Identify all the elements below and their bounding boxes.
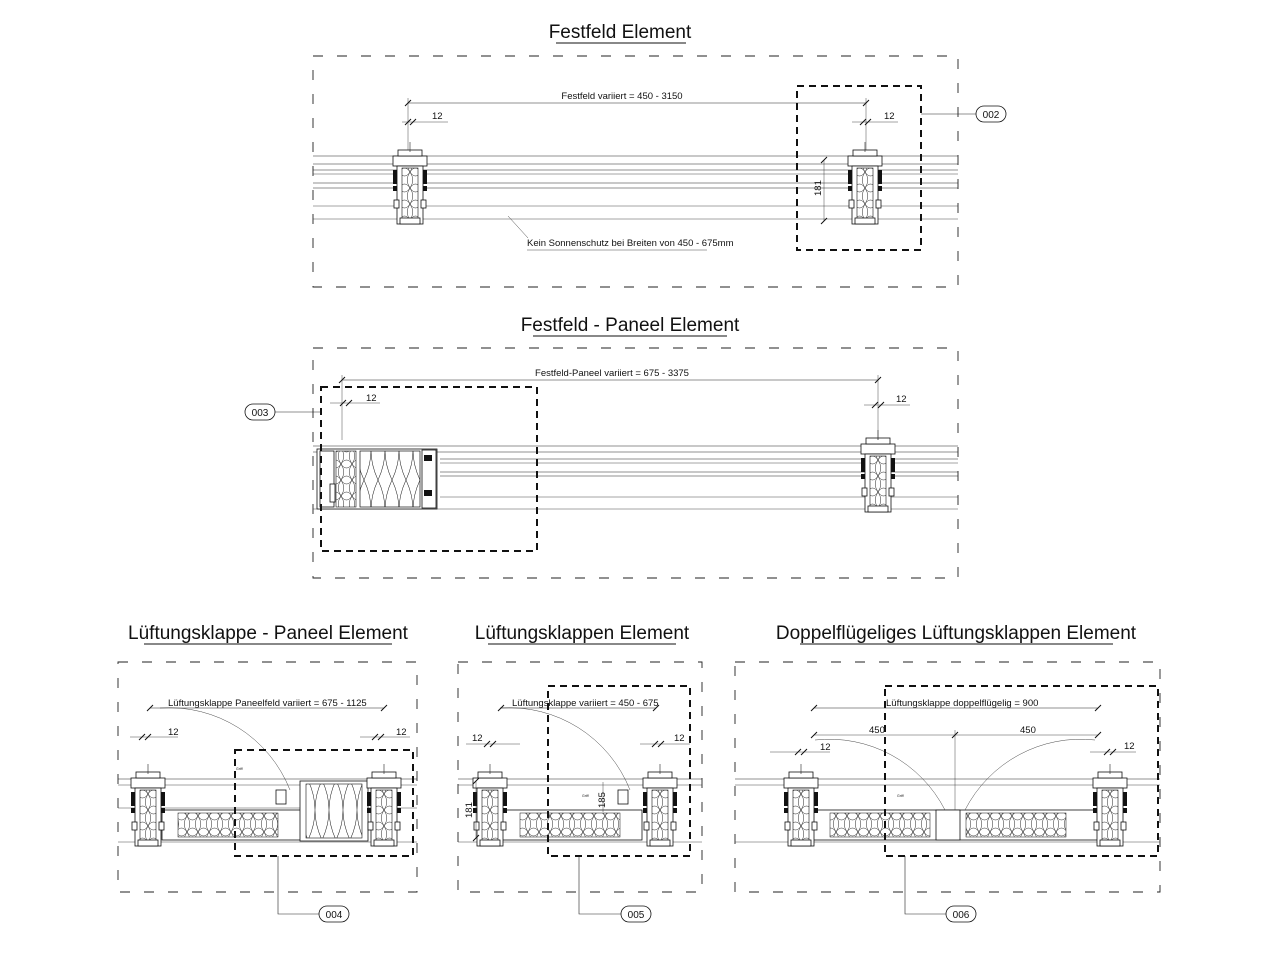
svg-text:003: 003	[252, 408, 269, 419]
detail-box-006	[884, 685, 1159, 857]
dim-offset-left: 12	[472, 733, 483, 744]
title-festfeld: Festfeld Element	[549, 22, 692, 43]
detail-box-002	[796, 85, 922, 251]
dim-lk-width: Lüftungsklappe variiert = 450 - 675	[512, 698, 659, 709]
title-dlk: Doppelflügeliges Lüftungsklappen Element	[776, 623, 1137, 644]
detail-tag-002[interactable]	[975, 105, 1007, 123]
detail-tag-003[interactable]	[244, 403, 276, 421]
mullion-right	[860, 429, 896, 513]
panel-insulated	[501, 809, 643, 841]
detail-tag-005[interactable]	[620, 905, 652, 923]
title-lk: Lüftungsklappen Element	[475, 623, 690, 644]
dim-offset-right: 12	[896, 394, 907, 405]
panel-insulated	[161, 780, 369, 842]
frame-lk-paneel	[117, 661, 418, 893]
mullion-left	[130, 763, 166, 847]
mullion-right	[642, 763, 678, 847]
dim-offset-left: 12	[168, 727, 179, 738]
dim-lk-paneel-width: Lüftungsklappe Paneelfeld variiert = 675…	[168, 698, 367, 709]
detail-box-003	[320, 386, 538, 552]
panel-insulated	[316, 448, 438, 510]
dim-depth: 181	[464, 802, 475, 818]
dim-depth-185: 185	[597, 792, 608, 808]
mullion-right	[847, 141, 883, 225]
svg-text:006: 006	[953, 910, 970, 921]
title-lk-paneel: Lüftungsklappe - Paneel Element	[128, 623, 409, 644]
svg-text:005: 005	[628, 910, 645, 921]
dim-offset-left: 12	[366, 393, 377, 404]
frame-lk	[457, 661, 703, 893]
mullion-left	[472, 763, 508, 847]
sash-swing-arc	[159, 707, 291, 791]
panel-insulated	[811, 809, 1099, 841]
frame-dlk	[734, 661, 1161, 893]
frame-festfeld-paneel	[312, 347, 959, 579]
svg-text:Griff: Griff	[897, 794, 904, 798]
detail-tag-004[interactable]	[318, 905, 350, 923]
svg-text:002: 002	[983, 110, 1000, 121]
detail-tag-006[interactable]	[945, 905, 977, 923]
dim-offset-right: 12	[884, 111, 895, 122]
section-festfeld: Festfeld Element Festfeld variiert = 450…	[312, 22, 1007, 288]
svg-text:Griff: Griff	[582, 794, 589, 798]
title-festfeld-paneel: Festfeld - Paneel Element	[521, 315, 740, 336]
note-sonnenschutz: Kein Sonnenschutz bei Breiten von 450 - …	[527, 238, 734, 249]
dim-dlk-width: Lüftungsklappe doppelflügelig = 900	[886, 698, 1038, 709]
sash-swing-arc-left	[814, 739, 946, 811]
dim-half-left: 450	[869, 725, 885, 736]
svg-text:004: 004	[326, 910, 343, 921]
mullion-right	[366, 763, 402, 847]
dim-offset-right: 12	[674, 733, 685, 744]
mullion-left	[783, 763, 819, 847]
dim-offset-left: 12	[432, 111, 443, 122]
section-dlk: Doppelflügeliges Lüftungsklappen Element…	[734, 623, 1161, 923]
sash-swing-arc	[499, 707, 631, 791]
dim-offset-right: 12	[1124, 741, 1135, 752]
sash-swing-arc-right	[964, 739, 1096, 811]
section-lk: Lüftungsklappen Element Griff Lüftungskl…	[457, 623, 703, 923]
dim-depth: 181	[813, 180, 824, 196]
section-festfeld-paneel: Festfeld - Paneel Element	[244, 315, 959, 579]
detail-box-004	[234, 749, 414, 857]
mullion-left	[392, 141, 428, 225]
svg-text:Griff: Griff	[236, 767, 243, 771]
dim-offset-right: 12	[396, 727, 407, 738]
section-lk-paneel: Lüftungsklappe - Paneel Element Griff Lü…	[117, 623, 418, 923]
dim-festfeld-width: Festfeld variiert = 450 - 3150	[561, 91, 682, 102]
dim-offset-left: 12	[820, 742, 831, 753]
mullion-right	[1092, 763, 1128, 847]
dim-half-right: 450	[1020, 725, 1036, 736]
frame-festfeld	[312, 55, 959, 288]
dim-festfeld-paneel-width: Festfeld-Paneel variiert = 675 - 3375	[535, 368, 689, 379]
